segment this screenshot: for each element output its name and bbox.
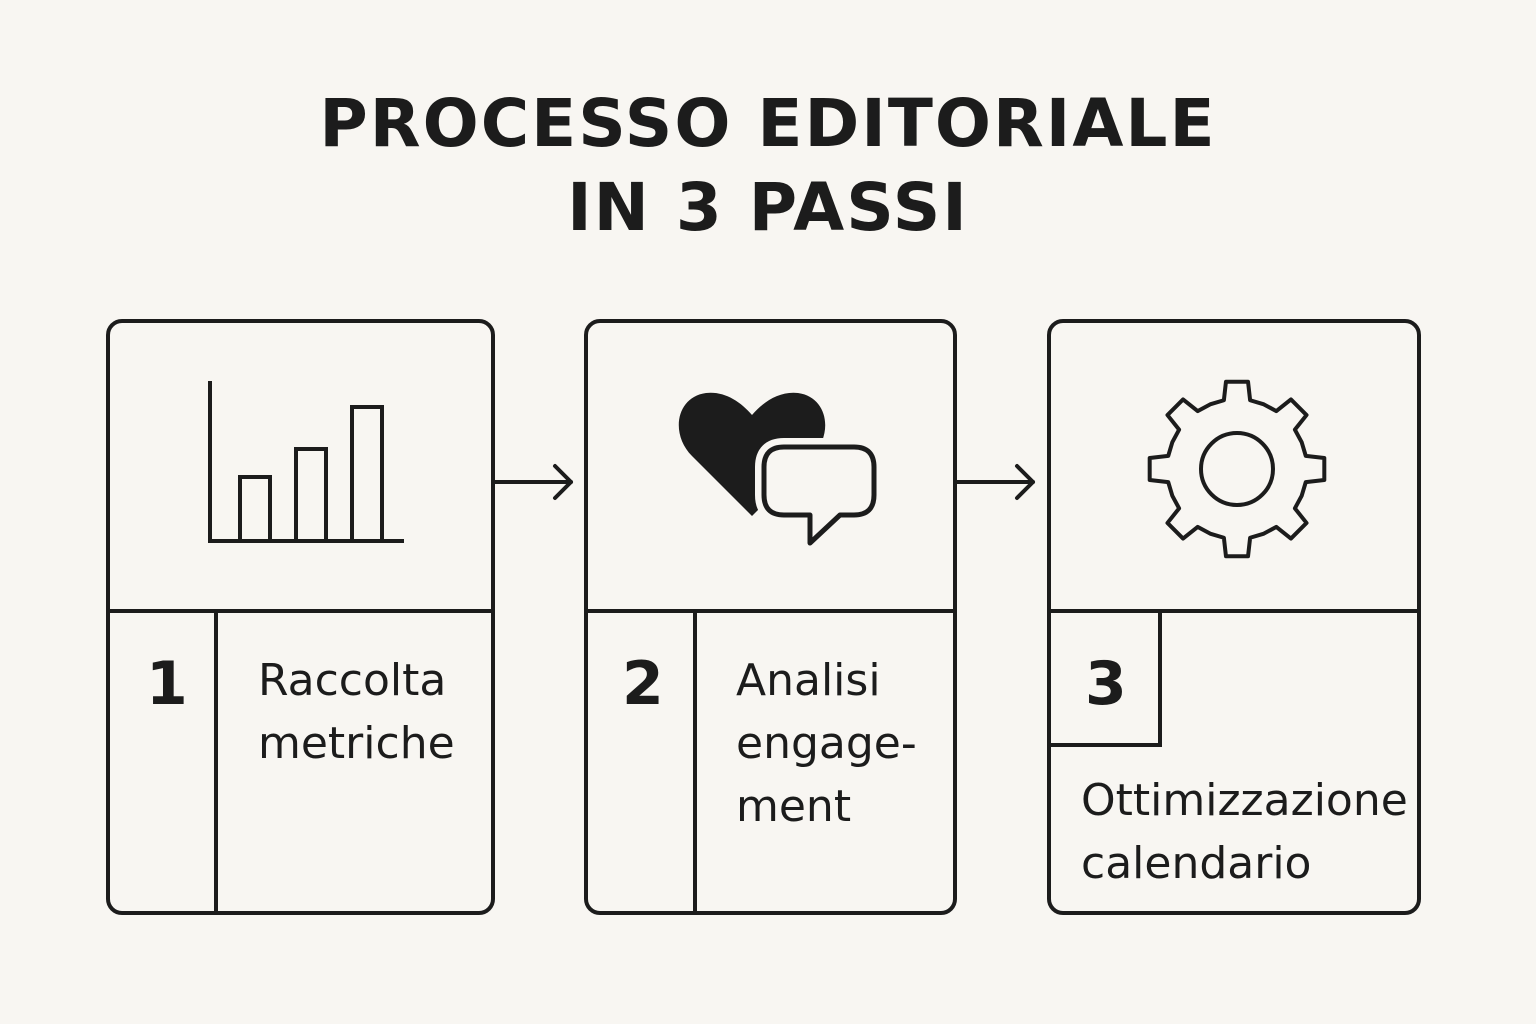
bar-chart-icon bbox=[208, 381, 404, 543]
title-line-1: PROCESSO EDITORIALE bbox=[319, 85, 1217, 162]
step-1-number: 1 bbox=[146, 649, 188, 719]
step-1-divider bbox=[110, 609, 491, 613]
heart-speech-bubble-icon bbox=[678, 392, 883, 552]
step-1-icon-area bbox=[110, 323, 491, 609]
step-2-label-line-3: ment bbox=[736, 781, 852, 832]
step-card-3: 3 Ottimizzazione calendario bbox=[1047, 319, 1421, 915]
gear-icon bbox=[1147, 379, 1327, 559]
step-1-label: Raccolta metriche bbox=[258, 649, 455, 775]
step-2-icon-area bbox=[588, 323, 953, 609]
step-3-number: 3 bbox=[1085, 649, 1127, 719]
page-title: PROCESSO EDITORIALE IN 3 PASSI bbox=[0, 82, 1536, 250]
arrow-icon-1 bbox=[495, 464, 573, 500]
step-2-divider bbox=[588, 609, 953, 613]
step-3-label-line-1: Ottimizzazione bbox=[1081, 775, 1408, 826]
step-card-1: 1 Raccolta metriche bbox=[106, 319, 495, 915]
step-2-number: 2 bbox=[622, 649, 664, 719]
step-card-2: 2 Analisi engage- ment bbox=[584, 319, 957, 915]
step-1-label-line-1: Raccolta bbox=[258, 655, 447, 706]
step-2-label-line-1: Analisi bbox=[736, 655, 881, 706]
step-3-number-box bbox=[1051, 609, 1162, 747]
title-line-2: IN 3 PASSI bbox=[567, 169, 969, 246]
step-1-label-line-2: metriche bbox=[258, 718, 455, 769]
step-3-icon-area bbox=[1051, 323, 1417, 609]
step-2-label: Analisi engage- ment bbox=[736, 649, 917, 838]
arrow-icon-2 bbox=[957, 464, 1035, 500]
step-3-label-line-2: calendario bbox=[1081, 838, 1312, 889]
step-3-label: Ottimizzazione calendario bbox=[1081, 769, 1408, 895]
step-2-number-divider bbox=[693, 609, 697, 911]
step-1-number-divider bbox=[214, 609, 218, 911]
step-3-divider bbox=[1051, 609, 1417, 613]
step-2-label-line-2: engage- bbox=[736, 718, 917, 769]
